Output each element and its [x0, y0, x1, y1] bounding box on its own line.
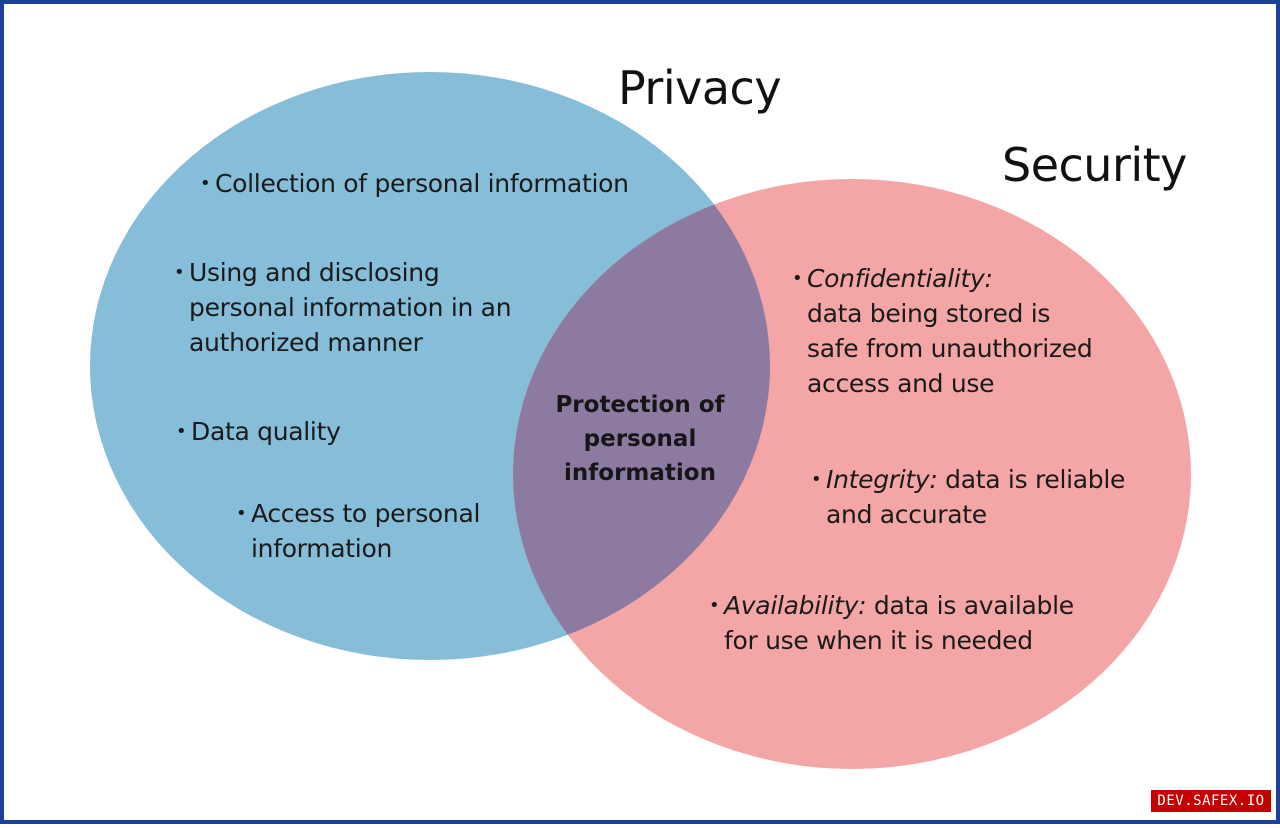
security-term: Confidentiality:	[807, 264, 993, 293]
privacy-item: • Collection of personal information	[200, 166, 629, 201]
bullet-icon: •	[709, 595, 720, 616]
watermark-badge: DEV.SAFEX.IO	[1151, 790, 1271, 812]
overlap-label: Protection of personal information	[555, 392, 725, 486]
bullet-icon: •	[176, 421, 187, 442]
security-item: • Integrity: data is reliable and accura…	[811, 462, 1125, 532]
security-term: Availability:	[724, 591, 867, 620]
privacy-item: • Access to personal information	[236, 496, 480, 566]
bullet-icon: •	[792, 268, 803, 289]
bullet-icon: •	[200, 173, 211, 194]
privacy-item: • Data quality	[176, 414, 341, 449]
privacy-title: Privacy	[618, 61, 782, 115]
bullet-icon: •	[811, 469, 822, 490]
security-item: • Confidentiality: data being stored is …	[792, 261, 1093, 401]
bullet-icon: •	[174, 262, 185, 283]
security-title: Security	[1002, 138, 1187, 192]
bullet-icon: •	[236, 503, 247, 524]
privacy-item: • Using and disclosing personal informat…	[174, 255, 512, 360]
security-item: • Availability: data is available for us…	[709, 588, 1074, 658]
security-term: Integrity:	[826, 465, 938, 494]
venn-diagram	[90, 72, 1191, 769]
